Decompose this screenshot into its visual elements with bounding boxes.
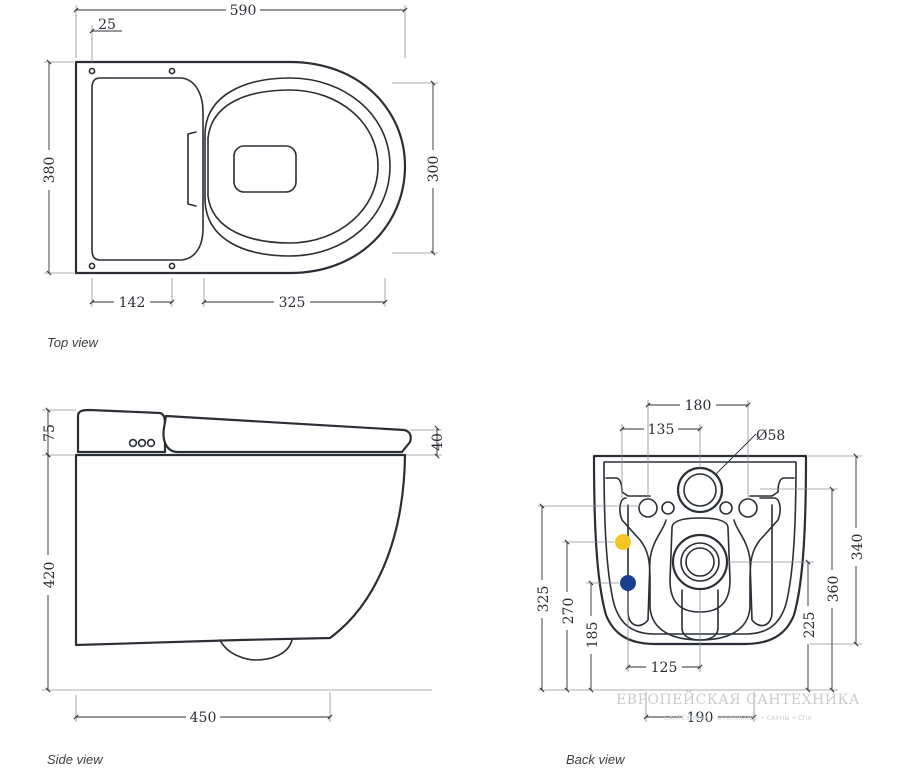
caption-side-view: Side view (47, 752, 104, 767)
side-view: 75 40 420 450 Side view (42, 407, 446, 767)
back-view-arm-left (627, 504, 667, 627)
dim-side-length: 450 (190, 710, 217, 726)
dim-top-lid-width: 142 (119, 295, 146, 311)
dim-back-height-340: 340 (850, 534, 866, 561)
dim-back-height-270: 270 (561, 598, 577, 625)
back-view-bolt-hole (638, 498, 658, 518)
top-view-lid (91, 77, 204, 261)
top-view: 590 25 380 300 142 325 Top view (42, 3, 442, 350)
dim-side-lid-height: 75 (42, 424, 58, 442)
dim-top-seat-length: 325 (279, 295, 306, 311)
dim-top-depth: 380 (42, 157, 58, 184)
dim-back-bolt-inner: 135 (648, 422, 675, 438)
side-view-base (219, 639, 293, 661)
back-view-bolt-hole (661, 501, 675, 515)
dim-back-bolt-outer: 180 (685, 398, 712, 414)
watermark-title: ЕВРОПЕЙСКАЯ САНТЕХНИКА (616, 689, 860, 708)
side-view-button (146, 438, 156, 448)
back-view-inner (603, 461, 797, 635)
dim-side-seat-height: 40 (430, 433, 446, 451)
caption-top-view: Top view (47, 335, 99, 350)
dim-side-body-height: 420 (42, 562, 58, 589)
dim-back-height-325: 325 (536, 586, 552, 613)
dim-back-outlet-spacing: 125 (651, 660, 678, 676)
top-view-hole (168, 262, 176, 270)
watermark-subtitle: САНТЕХНИКА • ОТОПЛЕНИЕ • САУНЫ • СПА (664, 715, 812, 722)
top-view-hinge (187, 131, 197, 207)
dim-back-height-185: 185 (585, 622, 601, 649)
top-view-hole (88, 262, 96, 270)
top-view-hole (88, 67, 96, 75)
back-view-bolt-hole (738, 498, 758, 518)
top-view-hole (168, 67, 176, 75)
back-view-inlet-inner (683, 473, 717, 507)
top-view-body (74, 60, 407, 275)
back-view-top-cutout-right (749, 477, 795, 497)
dim-back-height-360: 360 (826, 576, 842, 603)
dim-back-height-225: 225 (802, 612, 818, 639)
watermark: ЕВРОПЕЙСКАЯ САНТЕХНИКА САНТЕХНИКА • ОТОП… (616, 689, 860, 722)
top-view-seat (204, 77, 391, 257)
dim-top-seat-depth: 300 (426, 156, 442, 183)
back-view-outlet-inner (680, 542, 720, 582)
side-view-seat (162, 414, 412, 454)
top-view-seat-inner (207, 89, 379, 244)
side-view-button (137, 438, 147, 448)
dim-back-inlet-diameter: Ø58 (756, 428, 785, 444)
back-view: 180 135 Ø58 340 360 225 325 (536, 398, 866, 767)
dim-top-width: 590 (230, 3, 257, 19)
dim-back-width-190: 190 (687, 710, 714, 726)
back-view-bolt-hole (719, 501, 733, 515)
top-view-bowl-opening (233, 145, 297, 193)
hot-water-marker (615, 534, 631, 550)
cold-water-marker (620, 575, 636, 591)
back-view-outlet-bracket (669, 517, 731, 613)
side-view-button (128, 438, 138, 448)
dim-top-offset: 25 (98, 17, 116, 33)
back-view-outlet-core (685, 547, 715, 577)
side-view-body (74, 453, 407, 647)
back-view-arm-right (733, 504, 773, 627)
caption-back-view: Back view (566, 752, 626, 767)
